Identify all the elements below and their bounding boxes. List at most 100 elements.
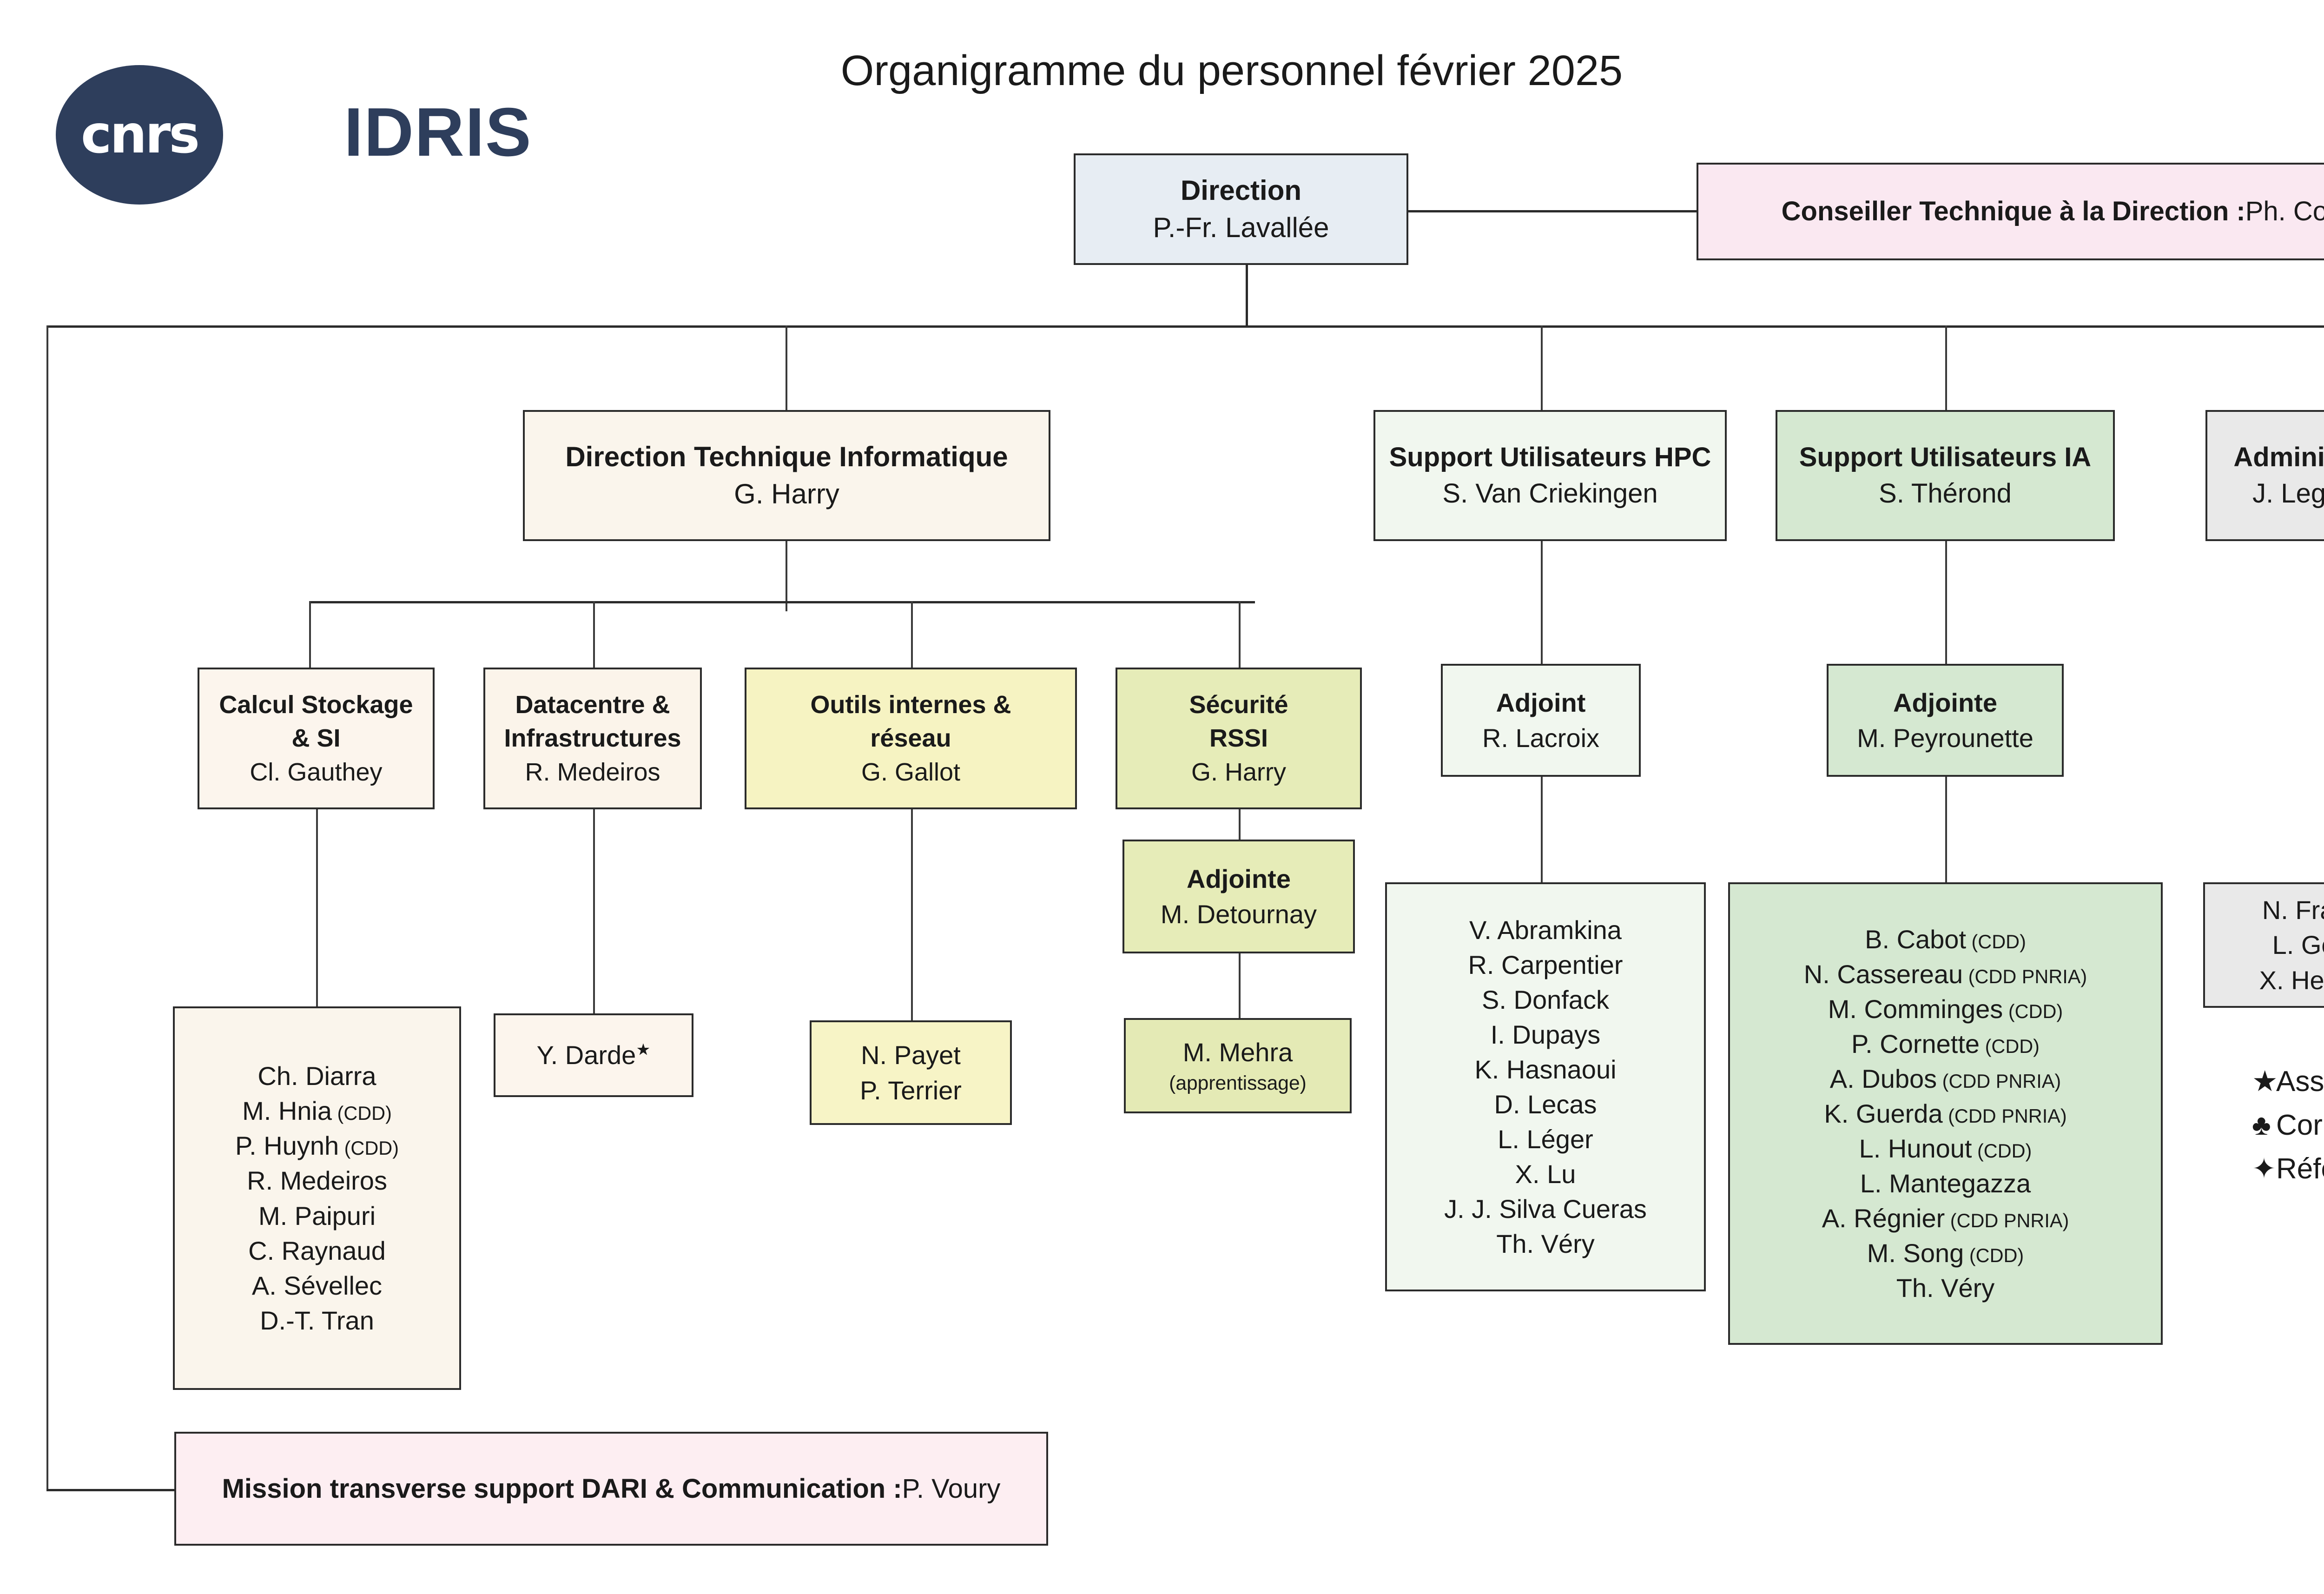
- connector-dti-bus: [309, 601, 1255, 603]
- staff-contract-tag: (CDD PNRIA): [1937, 1070, 2061, 1092]
- staff-contract-tag: (CDD): [339, 1137, 399, 1159]
- connector-securite-adjointe: [1239, 809, 1241, 840]
- list-item: M. Comminges (CDD): [1828, 992, 2063, 1026]
- node-ia-title: Support Utilisateurs IA: [1799, 442, 2092, 473]
- staff-name: I. Dupays: [1490, 1019, 1601, 1049]
- staff-name: N. François: [2262, 895, 2324, 925]
- legend-label: Correspondante formation: [2276, 1109, 2324, 1142]
- connector-calcul-team: [316, 809, 318, 1006]
- node-datacentre-title-2: Infrastructures: [504, 724, 681, 753]
- node-securite-person: G. Harry: [1191, 758, 1286, 786]
- staff-name: S. Donfack: [1482, 985, 1609, 1014]
- node-securite[interactable]: Sécurité RSSI G. Harry: [1116, 668, 1362, 809]
- team-ia[interactable]: B. Cabot (CDD)N. Cassereau (CDD PNRIA)M.…: [1728, 882, 2163, 1345]
- connector-left-rail: [46, 325, 48, 1490]
- list-item: K. Hasnaoui: [1474, 1052, 1616, 1087]
- connector-hpc-adjoint: [1541, 541, 1543, 664]
- staff-name: M. Song: [1867, 1238, 1964, 1268]
- staff-contract-tag: (CDD PNRIA): [1942, 1105, 2067, 1127]
- staff-name: M. Comminges: [1828, 994, 2003, 1024]
- legend-item: ♣Correspondante formation: [2252, 1104, 2324, 1147]
- staff-name: A. Dubos: [1829, 1064, 1937, 1093]
- node-outils-title-2: réseau: [870, 724, 951, 753]
- node-mission-title: Mission transverse support DARI & Commun…: [222, 1473, 902, 1504]
- list-item: P. Terrier: [860, 1073, 962, 1108]
- list-item: M. Paipuri: [258, 1198, 376, 1233]
- staff-name: P. Huynh: [235, 1131, 339, 1161]
- staff-name: P. Cornette: [1851, 1029, 1980, 1058]
- node-dti-person: G. Harry: [734, 478, 839, 509]
- cnrs-logo-text: cnrs: [80, 105, 200, 165]
- node-outils-person: G. Gallot: [861, 758, 961, 786]
- node-mehra-note: (apprentissage): [1169, 1071, 1307, 1094]
- staff-contract-tag: (CDD): [2003, 1000, 2063, 1022]
- node-hpc[interactable]: Support Utilisateurs HPC S. Van Crieking…: [1373, 410, 1727, 541]
- staff-name: M. Paipuri: [258, 1201, 376, 1230]
- legend-glyph-icon: ✦: [2252, 1153, 2276, 1185]
- node-ia-person: S. Thérond: [1879, 478, 2012, 509]
- node-admin-person-row: J. Legrand✦♣: [2252, 476, 2324, 512]
- node-securite-title-2: RSSI: [1209, 724, 1268, 753]
- connector-drop-hpc: [1541, 325, 1543, 410]
- node-adjoint-hpc[interactable]: Adjoint R. Lacroix: [1441, 664, 1641, 777]
- legend-label: Assistant de prévention: [2276, 1065, 2324, 1098]
- node-ia[interactable]: Support Utilisateurs IA S. Thérond: [1776, 410, 2115, 541]
- staff-contract-tag: (CDD): [1972, 1140, 2032, 1162]
- node-mehra[interactable]: M. Mehra (apprentissage): [1124, 1018, 1352, 1113]
- node-datacentre-person: R. Medeiros: [525, 758, 660, 786]
- node-adjointe-ia-title: Adjointe: [1893, 688, 1997, 718]
- staff-contract-tag: (CDD PNRIA): [1945, 1210, 2069, 1232]
- node-calcul[interactable]: Calcul Stockage & SI Cl. Gauthey: [198, 668, 435, 809]
- node-direction[interactable]: Direction P.-Fr. Lavallée: [1074, 153, 1408, 265]
- list-item: I. Dupays: [1491, 1017, 1601, 1052]
- node-mission-person: P. Voury: [902, 1473, 1001, 1504]
- list-item: C. Raynaud: [248, 1233, 386, 1268]
- connector-drop-ia: [1945, 325, 1947, 410]
- staff-name: Th. Véry: [1896, 1273, 1995, 1303]
- node-mission[interactable]: Mission transverse support DARI & Commun…: [174, 1432, 1048, 1546]
- node-adjoint-hpc-title: Adjoint: [1496, 688, 1586, 718]
- staff-name: L. Mantegazza: [1860, 1169, 2031, 1198]
- node-dti[interactable]: Direction Technique Informatique G. Harr…: [523, 410, 1050, 541]
- legend: ★Assistant de prévention♣Correspondante …: [2252, 1060, 2324, 1191]
- node-conseiller-person: Ph. Collinet: [2245, 196, 2324, 227]
- node-admin[interactable]: Administration J. Legrand✦♣: [2205, 410, 2324, 541]
- node-conseiller[interactable]: Conseiller Technique à la Direction : Ph…: [1697, 163, 2324, 260]
- node-calcul-title-1: Calcul Stockage: [219, 690, 413, 719]
- staff-name: A. Sévellec: [251, 1270, 383, 1300]
- list-item: M. Hnia (CDD): [242, 1093, 392, 1128]
- node-adjointe-securite-person: M. Detournay: [1160, 899, 1317, 929]
- node-darde[interactable]: Y. Darde★: [494, 1013, 693, 1097]
- connector-adjoint-hpcteam: [1541, 776, 1543, 882]
- connector-direction-conseiller: [1408, 210, 1697, 212]
- node-outils-title-1: Outils internes &: [810, 690, 1011, 719]
- node-admin-person: J. Legrand: [2252, 478, 2324, 509]
- list-item: M. Song (CDD): [1867, 1236, 2024, 1270]
- list-item: A. Dubos (CDD PNRIA): [1830, 1061, 2061, 1096]
- staff-name: J. J. Silva Cueras: [1444, 1194, 1647, 1224]
- connector-drop-dti: [786, 325, 787, 410]
- node-adjointe-securite[interactable]: Adjointe M. Detournay: [1122, 840, 1355, 953]
- node-adjointe-ia[interactable]: Adjointe M. Peyrounette: [1827, 664, 2064, 777]
- staff-contract-tag: (CDD): [1966, 930, 2026, 952]
- node-calcul-title-2: & SI: [291, 724, 341, 753]
- node-dti-title: Direction Technique Informatique: [565, 441, 1008, 472]
- connector-drop-outils: [911, 601, 913, 668]
- node-outils[interactable]: Outils internes & réseau G. Gallot: [745, 668, 1077, 809]
- team-admin[interactable]: N. FrançoisL. GoujonX. Hermann: [2203, 882, 2324, 1008]
- staff-contract-tag: (CDD PNRIA): [1963, 965, 2087, 987]
- legend-item: ★Assistant de prévention: [2252, 1060, 2324, 1104]
- node-adjointe-ia-person: M. Peyrounette: [1857, 723, 2034, 753]
- darde-mark: ★: [636, 1041, 651, 1059]
- node-direction-title: Direction: [1180, 174, 1302, 206]
- staff-name: N. Payet: [861, 1040, 961, 1070]
- node-datacentre[interactable]: Datacentre & Infrastructures R. Medeiros: [483, 668, 702, 809]
- node-calcul-person: Cl. Gauthey: [250, 758, 383, 786]
- list-item: R. Medeiros: [247, 1163, 387, 1198]
- node-conseiller-title: Conseiller Technique à la Direction :: [1781, 196, 2245, 227]
- org-name: IDRIS: [344, 94, 532, 171]
